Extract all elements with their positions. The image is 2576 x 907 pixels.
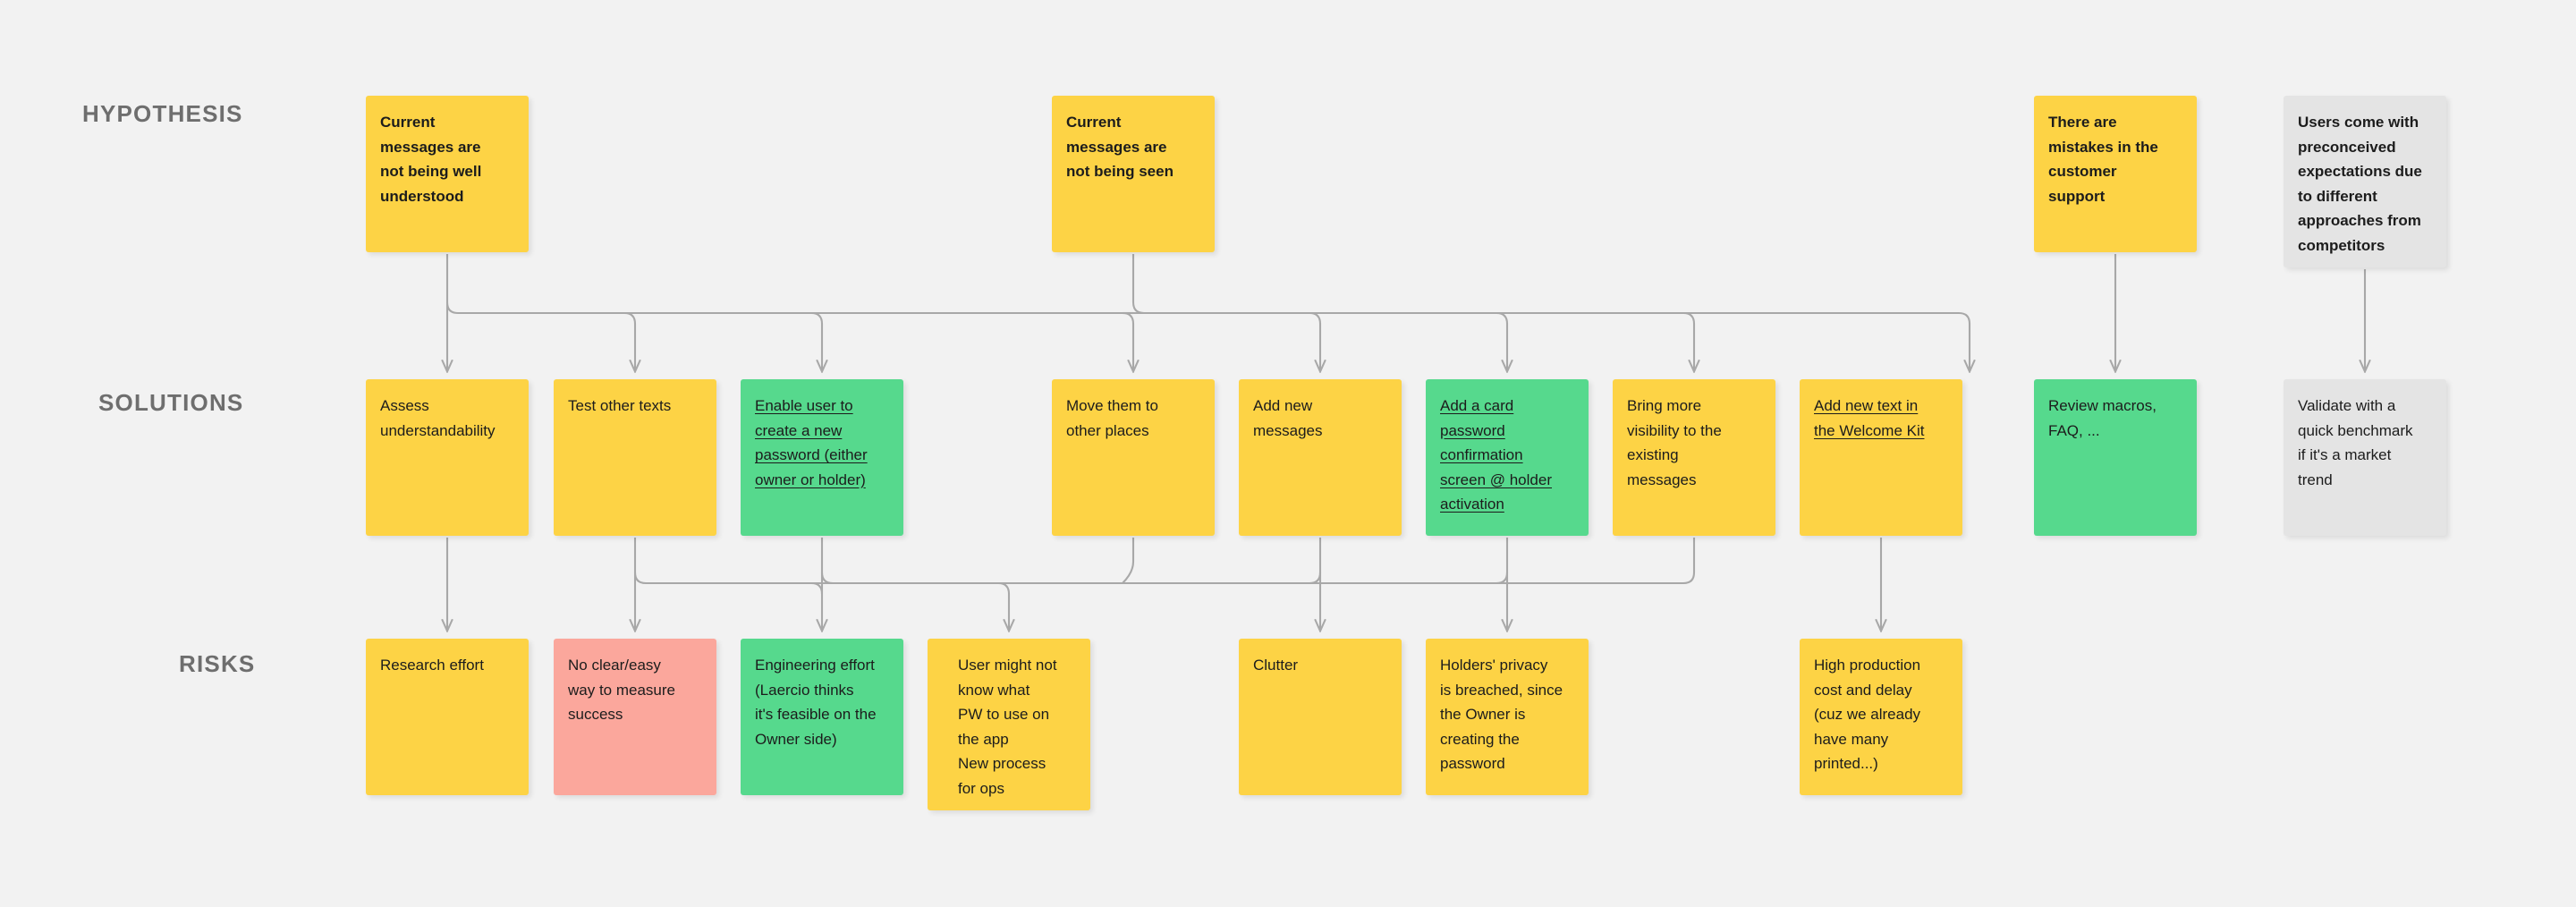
sticky-note-text: Validate with a quick benchmark if it's … (2298, 397, 2413, 488)
row-label-hypothesis: HYPOTHESIS (82, 100, 243, 127)
sticky-note-text: No clear/easy way to measure success (568, 657, 675, 724)
sticky-note-risk-holders-privacy-breached[interactable]: Holders' privacy is breached, since the … (1426, 639, 1589, 795)
sticky-note-text: Holders' privacy is breached, since the … (1440, 657, 1563, 773)
sticky-note-risk-engineering-effort[interactable]: Engineering effort (Laercio thinks it's … (741, 639, 903, 795)
sticky-note-sol-enable-user-create-password[interactable]: Enable user to create a new password (ei… (741, 379, 903, 536)
sticky-note-sol-review-macros-faq[interactable]: Review macros, FAQ, ... (2034, 379, 2197, 536)
sticky-note-text: Engineering effort (Laercio thinks it's … (755, 657, 877, 748)
sticky-note-text: Add new messages (1253, 397, 1323, 439)
sticky-note-text: Enable user to create a new password (ei… (755, 397, 868, 488)
sticky-note-hyp-messages-not-seen[interactable]: Current messages are not being seen (1052, 96, 1215, 252)
sticky-note-risk-high-production-cost[interactable]: High production cost and delay (cuz we a… (1800, 639, 1962, 795)
sticky-note-text: Bring more visibility to the existing me… (1627, 397, 1722, 488)
sticky-note-sol-move-them-other-places[interactable]: Move them to other places (1052, 379, 1215, 536)
bullet-item: New process for ops (958, 755, 1046, 797)
sticky-note-risk-user-might-not-know-pw[interactable]: User might not know what PW to use on th… (928, 639, 1090, 810)
sticky-note-sol-validate-quick-benchmark[interactable]: Validate with a quick benchmark if it's … (2284, 379, 2446, 536)
sticky-note-hyp-preconceived-expectations[interactable]: Users come with preconceived expectation… (2284, 96, 2446, 267)
sticky-note-sol-bring-more-visibility[interactable]: Bring more visibility to the existing me… (1613, 379, 1775, 536)
sticky-note-text: High production cost and delay (cuz we a… (1814, 657, 1921, 773)
sticky-note-text: Users come with preconceived expectation… (2298, 114, 2422, 254)
sticky-note-text: Current messages are not being seen (1066, 114, 1174, 181)
sticky-note-text: Review macros, FAQ, ... (2048, 397, 2157, 439)
sticky-note-text: Assess understandability (380, 397, 496, 439)
sticky-note-sol-test-other-texts[interactable]: Test other texts (554, 379, 716, 536)
sticky-note-text: Research effort (380, 657, 484, 674)
sticky-note-sol-add-new-text-welcome-kit[interactable]: Add new text in the Welcome Kit (1800, 379, 1962, 536)
sticky-note-text: Clutter (1253, 657, 1299, 674)
sticky-note-text: Current messages are not being well unde… (380, 114, 482, 205)
row-label-risks: RISKS (179, 650, 256, 677)
bullet-list: User might not know what PW to use on th… (942, 653, 1076, 801)
bullet-item: User might not know what PW to use on th… (958, 657, 1057, 748)
sticky-note-hyp-messages-not-understood[interactable]: Current messages are not being well unde… (366, 96, 529, 252)
sticky-note-hyp-mistakes-customer-support[interactable]: There are mistakes in the customer suppo… (2034, 96, 2197, 252)
sticky-note-sol-add-card-password-confirmation[interactable]: Add a card password confirmation screen … (1426, 379, 1589, 536)
sticky-note-sol-add-new-messages[interactable]: Add new messages (1239, 379, 1402, 536)
sticky-note-text: Move them to other places (1066, 397, 1158, 439)
sticky-note-text: Add a card password confirmation screen … (1440, 397, 1552, 513)
sticky-note-text: Add new text in the Welcome Kit (1814, 397, 1925, 439)
sticky-note-text: There are mistakes in the customer suppo… (2048, 114, 2158, 205)
sticky-note-risk-no-clear-way-measure[interactable]: No clear/easy way to measure success (554, 639, 716, 795)
sticky-note-risk-research-effort[interactable]: Research effort (366, 639, 529, 795)
sticky-note-risk-clutter[interactable]: Clutter (1239, 639, 1402, 795)
sticky-note-text: Test other texts (568, 397, 672, 414)
row-label-solutions: SOLUTIONS (98, 389, 244, 416)
sticky-note-sol-assess-understandability[interactable]: Assess understandability (366, 379, 529, 536)
